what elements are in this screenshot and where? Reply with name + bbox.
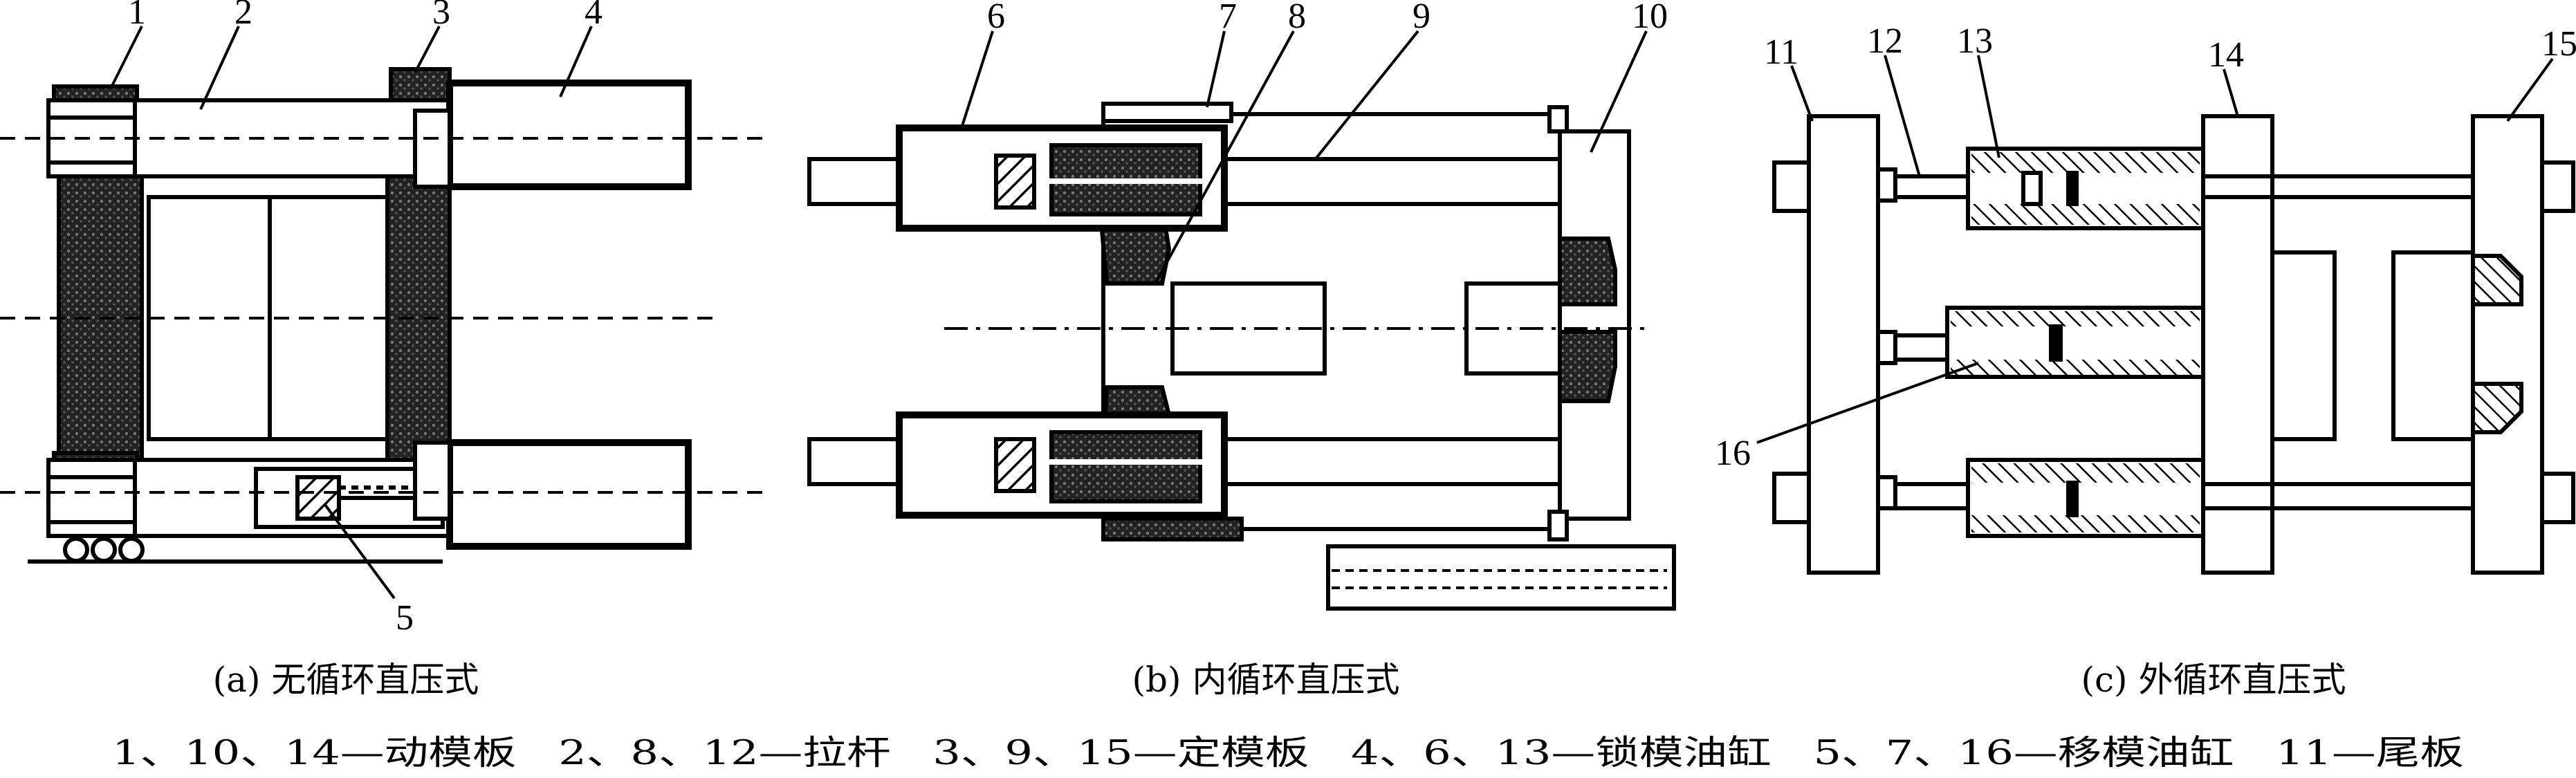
parts-legend: 1、10、14—动模板 2、8、12—拉杆 3、9、15—定模板 4、6、13—… xyxy=(112,733,2464,772)
label-11: 11 xyxy=(1764,33,1798,72)
panel-a-diagram xyxy=(0,26,768,600)
label-7: 7 xyxy=(1219,0,1237,36)
panel-b-moving-platen xyxy=(1558,129,1631,521)
label-1: 1 xyxy=(128,0,146,32)
panel-a-clamp-cylinder-bottom xyxy=(446,439,692,550)
panel-b-diagram xyxy=(807,30,1676,611)
panel-c-moving-platen xyxy=(2201,114,2274,575)
panel-c-diagram xyxy=(1756,55,2575,575)
label-8: 8 xyxy=(1288,0,1306,36)
caption-c: (c) 外循环直压式 xyxy=(2081,660,2346,700)
label-2: 2 xyxy=(234,0,252,32)
panel-c-tail-plate xyxy=(1807,114,1880,575)
label-3: 3 xyxy=(432,0,450,32)
label-4: 4 xyxy=(585,0,602,32)
label-10: 10 xyxy=(1632,0,1668,36)
label-12: 12 xyxy=(1867,21,1903,61)
panel-a-fixed-platen xyxy=(385,154,452,465)
panel-a-moving-platen xyxy=(57,157,144,465)
panel-b-moving-cylinder-bottom xyxy=(1101,517,1244,541)
panel-captions: (a) 无循环直压式 (b) 内循环直压式 (c) 外循环直压式 xyxy=(213,660,2346,700)
caption-b: (b) 内循环直压式 xyxy=(1132,660,1400,700)
part-labels: 1 2 3 4 5 6 7 8 9 10 11 12 13 14 15 16 xyxy=(128,0,2576,638)
label-6: 6 xyxy=(987,0,1005,36)
caption-a: (a) 无循环直压式 xyxy=(213,660,479,700)
panel-c-fixed-platen xyxy=(2471,114,2544,575)
label-14: 14 xyxy=(2208,35,2244,75)
panel-a-clamp-cylinder-top xyxy=(446,80,692,190)
label-15: 15 xyxy=(2541,24,2576,64)
label-13: 13 xyxy=(1957,21,1993,61)
label-5: 5 xyxy=(396,598,414,638)
panel-b-moving-cylinder-top xyxy=(1101,102,1233,123)
label-16: 16 xyxy=(1715,434,1751,473)
label-9: 9 xyxy=(1413,0,1430,36)
